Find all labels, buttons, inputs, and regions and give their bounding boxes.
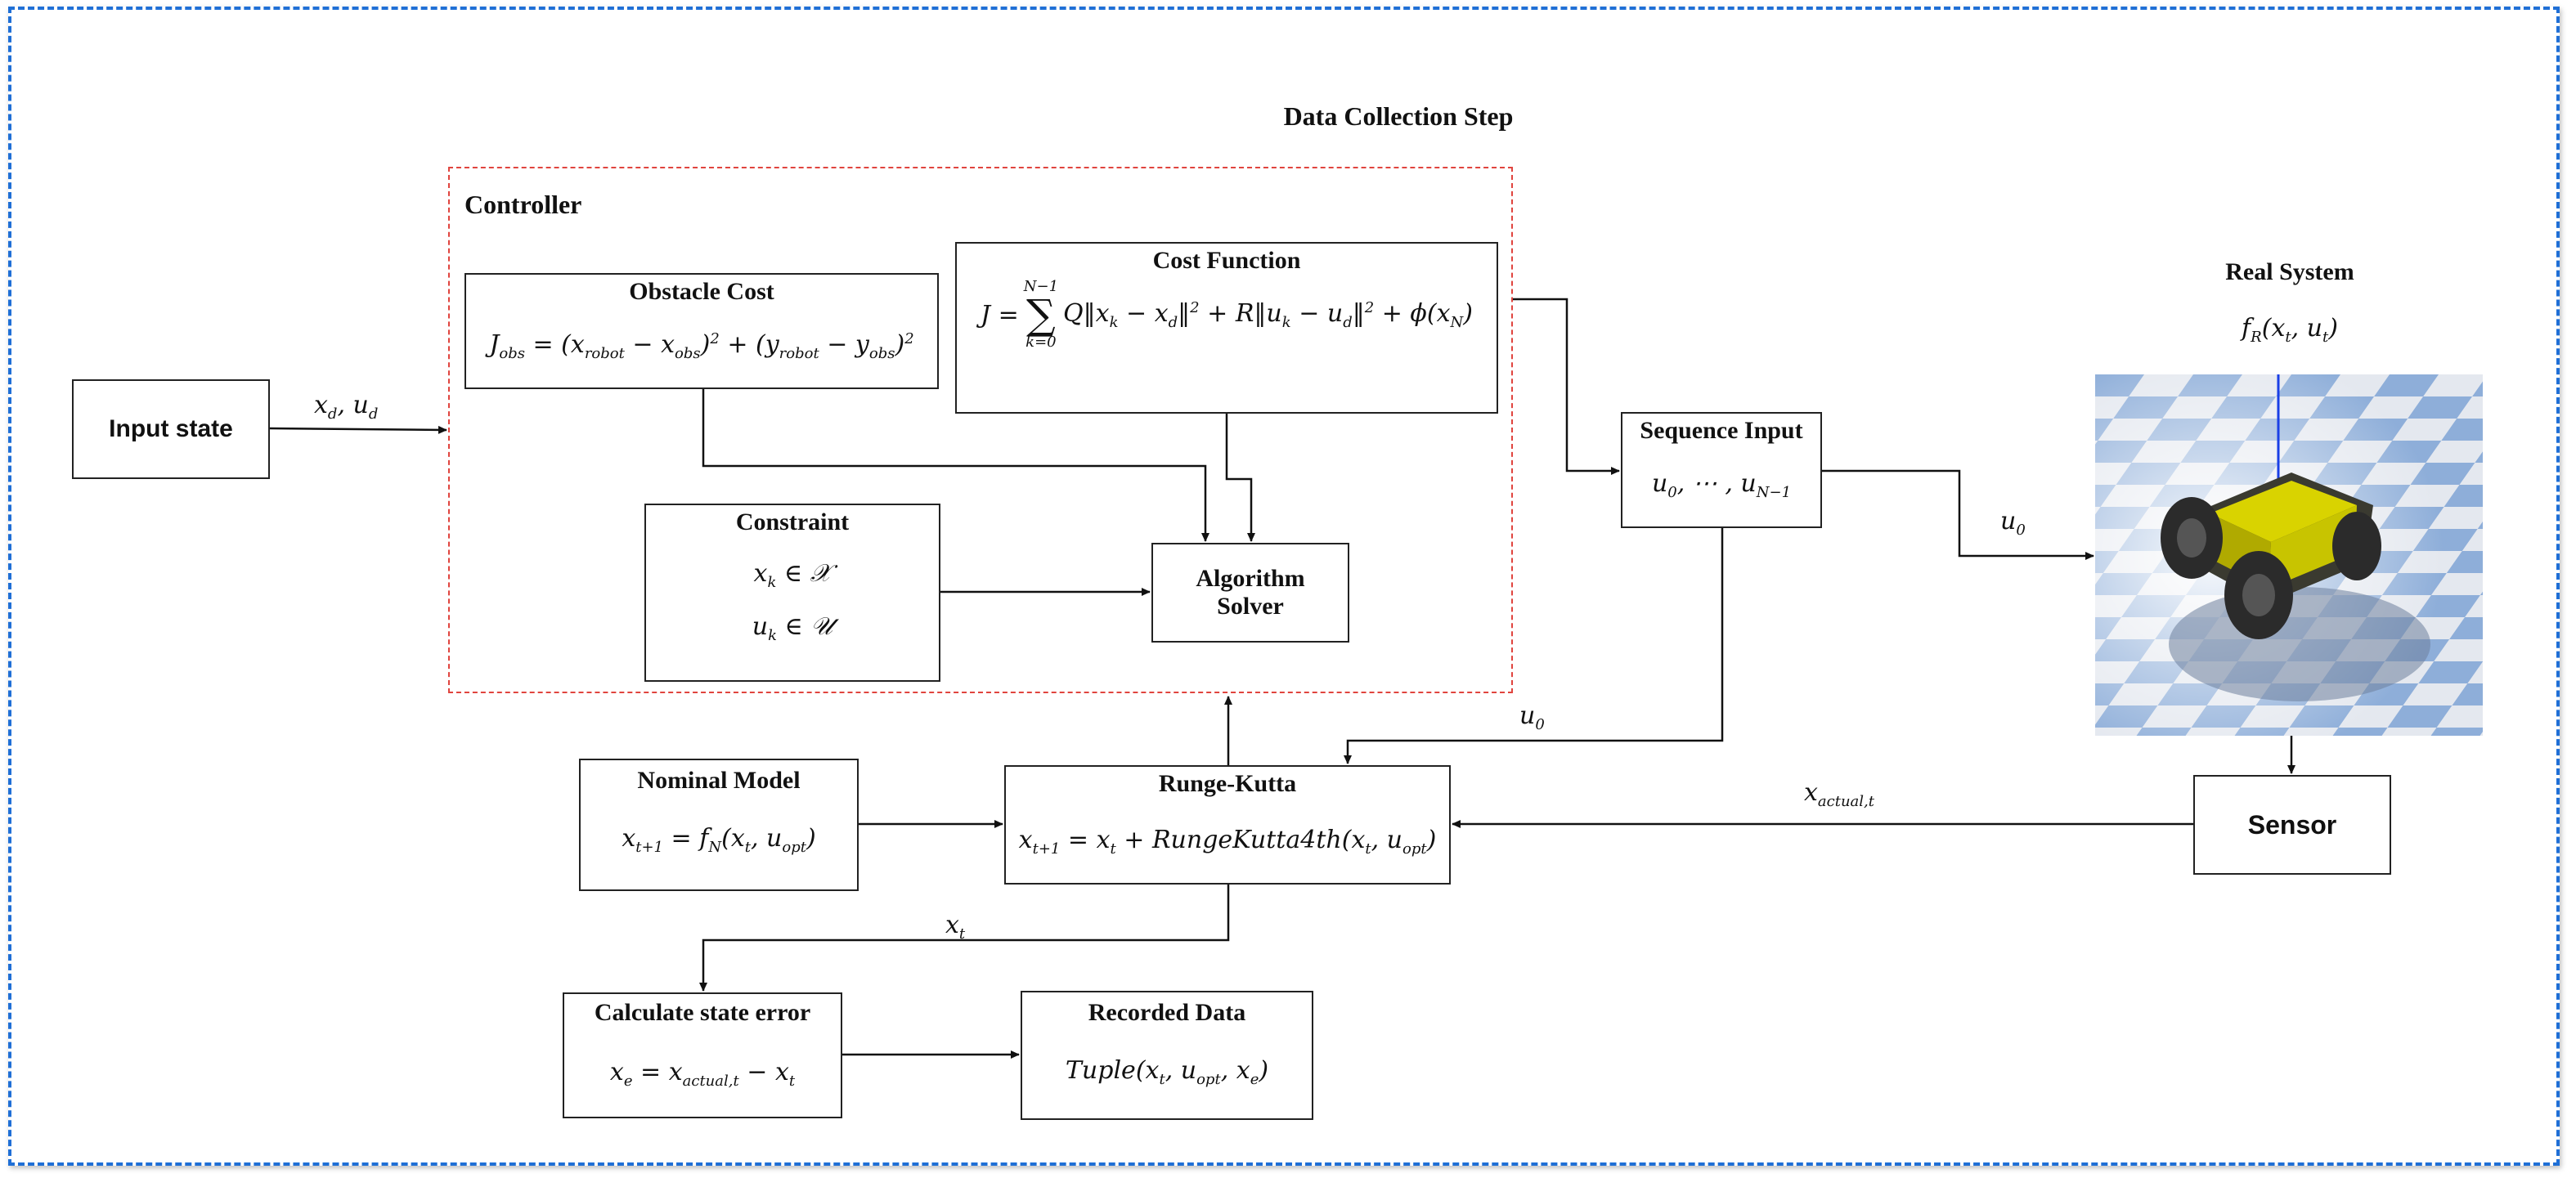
algorithm-solver-box: Algorithm Solver bbox=[1151, 543, 1349, 643]
edge-rk-to-error bbox=[699, 885, 1230, 992]
edge-cost-to-solver bbox=[1225, 414, 1255, 542]
label-input-to-controller: xd, ud bbox=[314, 391, 379, 423]
runge-kutta-box: Runge-Kutta xt+1 = xt + RungeKutta4th(xt… bbox=[1004, 765, 1451, 885]
state-error-title: Calculate state error bbox=[594, 999, 811, 1026]
edge-controller-to-sequence bbox=[1513, 298, 1620, 475]
cost-function-title: Cost Function bbox=[1152, 247, 1301, 274]
controller-group bbox=[448, 167, 1513, 693]
runge-kutta-title: Runge-Kutta bbox=[1158, 770, 1297, 797]
runge-kutta-formula: xt+1 = xt + RungeKutta4th(xt, uopt) bbox=[1018, 826, 1437, 858]
nominal-model-title: Nominal Model bbox=[637, 767, 801, 794]
sequence-input-box: Sequence Input u0, ⋯ , uN−1 bbox=[1621, 412, 1822, 528]
nominal-model-formula: xt+1 = fN(xt, uopt) bbox=[622, 824, 816, 856]
constraint-state: xk ∈ 𝒳 bbox=[753, 559, 832, 591]
sensor-label: Sensor bbox=[2247, 809, 2337, 840]
state-error-formula: xe = xactual,t − xt bbox=[609, 1058, 796, 1090]
label-seq-to-rk: u0 bbox=[1519, 701, 1545, 733]
sequence-input-title: Sequence Input bbox=[1640, 417, 1803, 444]
recorded-data-title: Recorded Data bbox=[1088, 999, 1246, 1026]
sequence-input-formula: u0, ⋯ , uN−1 bbox=[1651, 469, 1792, 501]
constraint-box: Constraint xk ∈ 𝒳 uk ∈ 𝒰 bbox=[644, 504, 940, 682]
solver-label-2: Solver bbox=[1217, 593, 1284, 620]
edge-input-to-controller bbox=[269, 425, 447, 434]
label-rk-to-error: xt bbox=[945, 911, 966, 943]
constraint-input: uk ∈ 𝒰 bbox=[752, 612, 833, 644]
input-state-label: Input state bbox=[109, 415, 233, 442]
constraint-title: Constraint bbox=[735, 508, 850, 535]
solver-label-1: Algorithm bbox=[1196, 565, 1305, 592]
cost-function-formula: J = N−1 ∑ k=0 Q‖xk − xd‖2 + R‖uk − ud‖2 … bbox=[981, 278, 1473, 351]
edge-sequence-to-system bbox=[1822, 469, 2094, 560]
edge-sequence-to-rk bbox=[1344, 528, 1724, 764]
input-state-box: Input state bbox=[72, 379, 270, 479]
edge-obstacle-to-solver bbox=[702, 389, 1209, 542]
robot-simulation-image bbox=[2095, 374, 2483, 736]
recorded-data-box: Recorded Data Tuple(xt, uopt, xe) bbox=[1021, 991, 1313, 1120]
real-system-formula: fR(xt, ut) bbox=[2242, 314, 2338, 346]
diagram-title: Data Collection Step bbox=[1283, 101, 1514, 131]
obstacle-cost-title: Obstacle Cost bbox=[629, 278, 774, 305]
controller-label: Controller bbox=[464, 190, 582, 219]
sensor-box: Sensor bbox=[2193, 775, 2391, 875]
label-seq-to-system: u0 bbox=[2000, 507, 2026, 539]
recorded-data-formula: Tuple(xt, uopt, xe) bbox=[1065, 1056, 1269, 1088]
outer-frame bbox=[8, 7, 2560, 1166]
label-sensor-to-rk: xactual,t bbox=[1804, 778, 1875, 810]
obstacle-cost-formula: Jobs = (xrobot − xobs)2 + (yrobot − yobs… bbox=[489, 330, 914, 362]
robot bbox=[2161, 473, 2381, 639]
cost-function-box: Cost Function J = N−1 ∑ k=0 Q‖xk − xd‖2 … bbox=[955, 242, 1498, 414]
state-error-box: Calculate state error xe = xactual,t − x… bbox=[563, 992, 842, 1118]
obstacle-cost-box: Obstacle Cost Jobs = (xrobot − xobs)2 + … bbox=[464, 273, 939, 389]
real-system-title: Real System bbox=[2225, 258, 2354, 285]
nominal-model-box: Nominal Model xt+1 = fN(xt, uopt) bbox=[579, 759, 859, 891]
